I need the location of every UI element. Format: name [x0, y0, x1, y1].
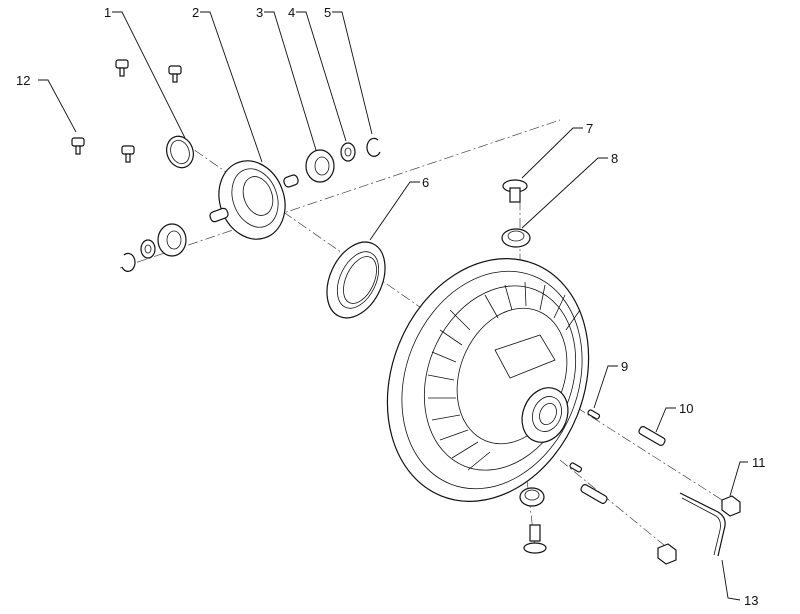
- callout-7: 7: [586, 121, 593, 136]
- bearing-housing-part-2: [209, 160, 299, 240]
- callout-11: 11: [752, 455, 766, 470]
- callout-6: 6: [422, 175, 429, 190]
- bushing-part-8: [501, 228, 531, 248]
- rod-part-13: [679, 492, 726, 557]
- dowel-part-10: [638, 426, 666, 446]
- bearing-part-3: [305, 149, 335, 183]
- clutch-sheave-assembly: [386, 258, 590, 502]
- callout-10: 10: [679, 401, 693, 416]
- lower-bearing-set: [121, 223, 187, 272]
- lower-pins: [569, 462, 608, 504]
- callout-12: 12: [16, 73, 30, 88]
- pin-part-7: [502, 179, 528, 203]
- screw-part-12: [71, 59, 182, 163]
- callout-8: 8: [611, 151, 618, 166]
- callout-5: 5: [324, 5, 331, 20]
- callout-9: 9: [621, 359, 628, 374]
- callout-2: 2: [192, 5, 199, 20]
- callout-4: 4: [288, 5, 295, 20]
- snap-ring-part-1: [166, 135, 194, 169]
- callout-3: 3: [256, 5, 263, 20]
- seal-part-6: [326, 241, 386, 319]
- callout-13: 13: [744, 593, 758, 608]
- lower-bushing-and-pin: [519, 487, 547, 554]
- pin-part-9: [587, 409, 601, 420]
- leader-lines: [38, 11, 748, 601]
- nut-part-11: [657, 495, 741, 565]
- e-clip-part-5: [366, 137, 381, 157]
- callout-1: 1: [104, 5, 111, 20]
- washer-part-4: [340, 142, 356, 162]
- callout-labels: 1 2 3 4 5 6 7 8 9 10 11 12 13: [16, 5, 766, 608]
